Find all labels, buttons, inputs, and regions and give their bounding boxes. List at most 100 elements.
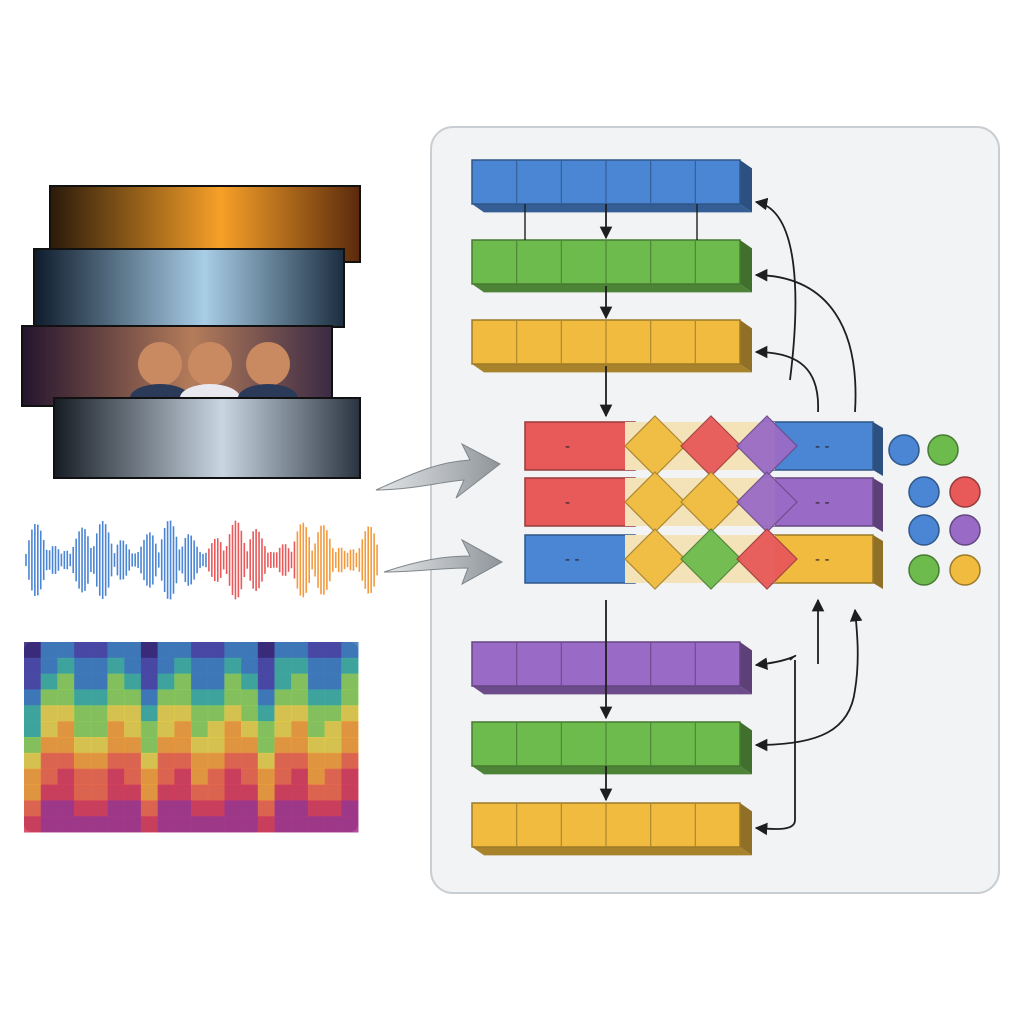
block-side bbox=[740, 320, 752, 373]
fusion-start-tag: - bbox=[565, 495, 570, 511]
spectrogram-cell bbox=[57, 752, 75, 770]
spectrogram-cell bbox=[307, 673, 326, 690]
spectrogram-cell bbox=[40, 784, 58, 801]
block-bottom bbox=[472, 284, 752, 293]
spectrogram-cell bbox=[207, 673, 225, 690]
decoder-side-arrow-2 bbox=[754, 689, 856, 752]
spectrogram-cell bbox=[124, 800, 142, 817]
spectrogram-cell bbox=[90, 657, 108, 675]
block-bottom bbox=[472, 766, 752, 775]
spectrogram-cell bbox=[274, 689, 292, 706]
fusion-row-2: -- - bbox=[524, 471, 883, 533]
spectrogram-cell bbox=[224, 673, 242, 690]
token-dot bbox=[908, 514, 940, 546]
spectrogram-cell bbox=[107, 673, 125, 690]
spectrogram-cell bbox=[191, 800, 209, 817]
spectrogram-cell bbox=[307, 768, 326, 785]
spectrogram-cell bbox=[107, 705, 125, 722]
spectrogram-cell bbox=[90, 816, 108, 833]
spectrogram-cell bbox=[140, 800, 159, 817]
spectrogram-cell bbox=[274, 752, 292, 770]
spectrogram-cell bbox=[107, 800, 125, 817]
spectrogram-cell bbox=[57, 657, 75, 675]
spectrogram-cell bbox=[157, 752, 175, 770]
fusion-start-segment bbox=[524, 477, 636, 527]
decoder-block-1 bbox=[471, 641, 752, 695]
spectrogram-cell bbox=[140, 737, 159, 754]
spectrogram-cell bbox=[191, 768, 209, 785]
spectrogram-cell bbox=[324, 752, 342, 770]
spectrogram-cell bbox=[257, 721, 275, 738]
spectrogram-cell bbox=[291, 642, 309, 659]
spectrogram-cell bbox=[157, 721, 175, 738]
spectrogram-cell bbox=[157, 784, 175, 801]
spectrogram-cell bbox=[274, 642, 292, 659]
spectrogram-cell bbox=[291, 673, 309, 690]
spectrogram-cell bbox=[207, 800, 225, 817]
spectrogram-cell bbox=[24, 752, 42, 770]
decoder-block-2 bbox=[471, 721, 752, 775]
spectrogram-cell bbox=[241, 768, 259, 785]
spectrogram-cell bbox=[124, 657, 142, 675]
spectrogram-cell bbox=[324, 737, 342, 754]
spectrogram-cell bbox=[207, 784, 225, 801]
spectrogram-cell bbox=[74, 768, 92, 785]
spectrogram-cell bbox=[274, 721, 292, 738]
block-side bbox=[740, 803, 752, 856]
image-strip bbox=[33, 248, 345, 328]
face-shape bbox=[138, 342, 182, 386]
spectrogram-cell bbox=[241, 737, 259, 754]
spectrogram-cell bbox=[174, 642, 192, 659]
fusion-end-tag: - - bbox=[815, 495, 830, 511]
spectrogram-cell bbox=[157, 768, 175, 785]
spectrogram-cell bbox=[57, 721, 75, 738]
spectrogram-cell bbox=[324, 642, 342, 659]
spectrogram-cell bbox=[274, 800, 292, 817]
spectrogram-cell bbox=[307, 816, 326, 833]
spectrogram-cell bbox=[124, 816, 142, 833]
spectrogram-cell bbox=[174, 800, 192, 817]
spectrogram-cell bbox=[257, 800, 275, 817]
spectrogram-cell bbox=[224, 721, 242, 738]
spectrogram-cell bbox=[90, 721, 108, 738]
spectrogram-cell bbox=[140, 784, 159, 801]
block-bottom bbox=[472, 686, 752, 695]
fusion-diamond bbox=[680, 528, 742, 590]
decoder-block-3 bbox=[471, 802, 752, 856]
spectrogram-cell bbox=[157, 657, 175, 675]
spectrogram-cell bbox=[241, 689, 259, 706]
spectrogram-cell bbox=[24, 689, 42, 706]
encoder-block-3 bbox=[471, 319, 752, 373]
spectrogram-cell bbox=[74, 705, 92, 722]
spectrogram-cell bbox=[40, 737, 58, 754]
spectrogram-cell bbox=[24, 768, 42, 785]
spectrogram-cell bbox=[90, 737, 108, 754]
token-dot bbox=[888, 434, 920, 466]
spectrogram-cell bbox=[40, 721, 58, 738]
spectrogram-cell bbox=[241, 642, 259, 659]
spectrogram-cell bbox=[324, 689, 342, 706]
spectrogram-cell bbox=[107, 689, 125, 706]
spectrogram-cell bbox=[274, 816, 292, 833]
spectrogram-cell bbox=[257, 689, 275, 706]
spectrogram-cell bbox=[90, 642, 108, 659]
spectrogram-cell bbox=[291, 752, 309, 770]
spectrogram-cell bbox=[274, 784, 292, 801]
fusion-end-tag: - - bbox=[815, 439, 830, 455]
image-strip-frame bbox=[33, 248, 345, 328]
feedback-arrow-1 bbox=[754, 197, 797, 381]
spectrogram-cell bbox=[74, 784, 92, 801]
fusion-side bbox=[873, 535, 883, 589]
feedback-arrow-3 bbox=[754, 345, 819, 413]
spectrogram-cell bbox=[74, 673, 92, 690]
audio-waveform bbox=[25, 520, 378, 600]
spectrogram-cell bbox=[24, 705, 42, 722]
spectrogram-cell bbox=[57, 705, 75, 722]
spectrogram-cell bbox=[207, 721, 225, 738]
spectrogram-cell bbox=[274, 705, 292, 722]
spectrogram-cell bbox=[24, 673, 42, 690]
spectrogram-cell bbox=[124, 689, 142, 706]
spectrogram-cell bbox=[57, 768, 75, 785]
spectrogram-cell bbox=[174, 673, 192, 690]
spectrogram-cell bbox=[107, 784, 125, 801]
